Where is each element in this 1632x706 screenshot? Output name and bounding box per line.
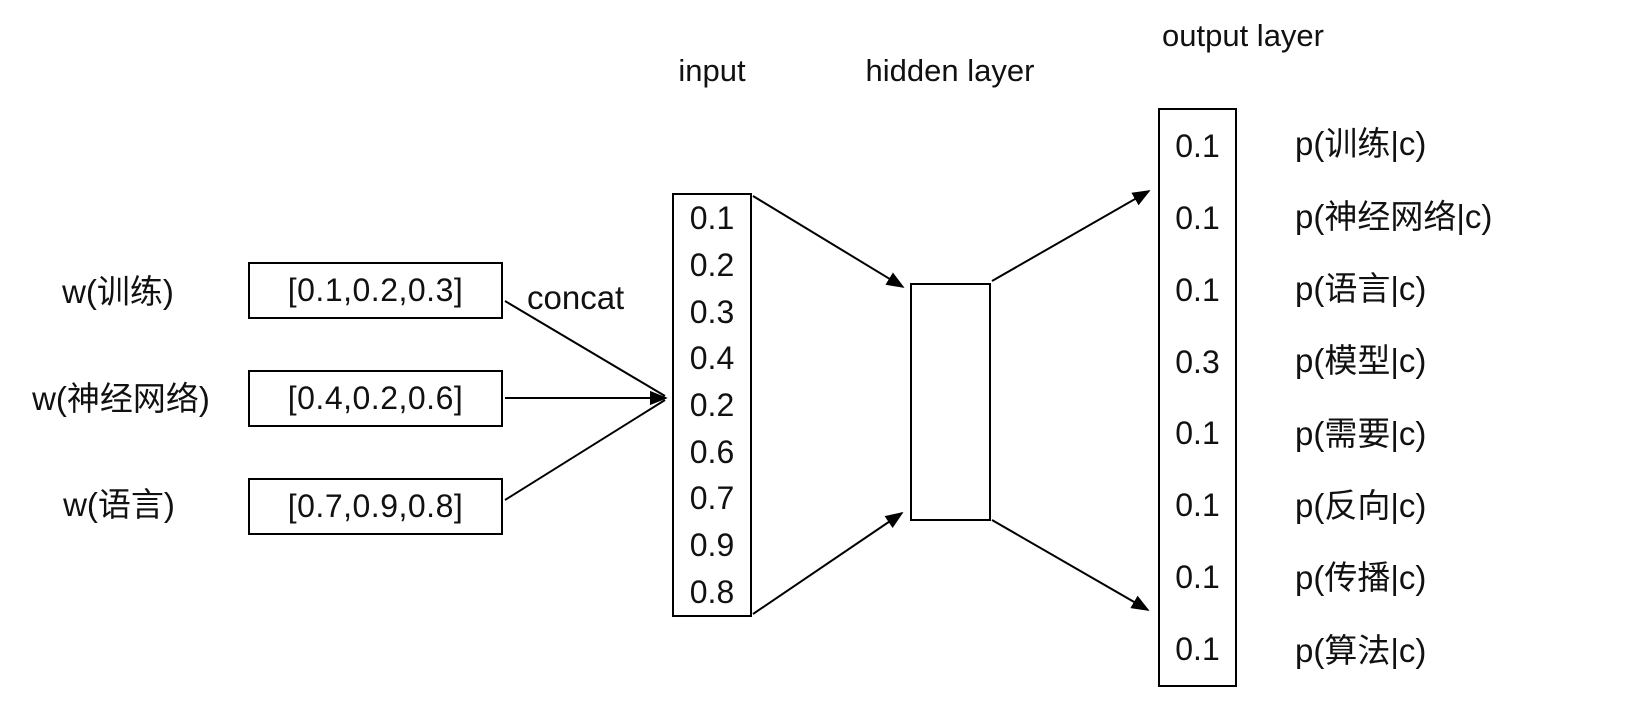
input-value: 0.8 — [689, 573, 735, 610]
concat-line-bottom — [504, 399, 666, 501]
input-value: 0.9 — [689, 526, 735, 563]
input-value: 0.1 — [689, 200, 735, 237]
output-prob-label: p(神经网络|c) — [1295, 197, 1493, 235]
output-prob-label: p(算法|c) — [1295, 631, 1427, 669]
word-vector-value-2: [0.4,0.2,0.6] — [287, 380, 464, 416]
input-value: 0.7 — [689, 480, 735, 517]
word-vector-box-3: [0.7,0.9,0.8] — [248, 478, 503, 535]
word-vector-box-2: [0.4,0.2,0.6] — [248, 370, 503, 427]
word-label-xunlian: w(训练) — [62, 273, 174, 310]
input-value: 0.6 — [689, 433, 735, 470]
hidden-to-output-arrow-bottom — [991, 519, 1150, 611]
input-layer-column: 0.1 0.2 0.3 0.4 0.2 0.6 0.7 0.9 0.8 — [672, 193, 752, 617]
output-value: 0.1 — [1175, 631, 1220, 668]
output-prob-label: p(反向|c) — [1295, 487, 1427, 525]
output-value: 0.3 — [1175, 343, 1220, 380]
output-layer-title: output layer — [1162, 18, 1324, 53]
output-value: 0.1 — [1175, 559, 1220, 596]
output-value: 0.1 — [1175, 271, 1220, 308]
output-prob-label: p(模型|c) — [1295, 342, 1427, 380]
hidden-to-output-arrow-top — [991, 190, 1151, 282]
word-vector-value-3: [0.7,0.9,0.8] — [287, 488, 464, 524]
input-layer-title: input — [678, 53, 746, 88]
output-prob-label: p(语言|c) — [1295, 269, 1427, 307]
output-prob-label: p(训练|c) — [1295, 125, 1427, 163]
output-value: 0.1 — [1175, 199, 1220, 236]
output-prob-label: p(传播|c) — [1295, 559, 1427, 597]
input-value: 0.4 — [689, 340, 735, 377]
word-vector-value-1: [0.1,0.2,0.3] — [287, 272, 464, 308]
output-value: 0.1 — [1175, 415, 1220, 452]
output-probability-list: p(训练|c) p(神经网络|c) p(语言|c) p(模型|c) p(需要|c… — [1295, 108, 1595, 687]
concat-label: concat — [527, 279, 625, 316]
output-value: 0.1 — [1175, 487, 1220, 524]
output-value: 0.1 — [1175, 127, 1220, 164]
word-label-shenjingwangluo: w(神经网络) — [32, 380, 210, 417]
input-value: 0.2 — [689, 246, 735, 283]
word-label-yuyan: w(语言) — [63, 486, 175, 523]
word-vector-box-1: [0.1,0.2,0.3] — [248, 262, 503, 319]
input-to-hidden-arrow-bottom — [752, 511, 904, 615]
input-value: 0.3 — [689, 293, 735, 330]
output-prob-label: p(需要|c) — [1295, 414, 1427, 452]
hidden-layer-title: hidden layer — [865, 53, 1035, 88]
hidden-layer-box — [910, 283, 991, 521]
output-layer-column: 0.1 0.1 0.1 0.3 0.1 0.1 0.1 0.1 — [1158, 108, 1237, 687]
input-to-hidden-arrow-top — [752, 195, 905, 288]
input-value: 0.2 — [689, 386, 735, 423]
